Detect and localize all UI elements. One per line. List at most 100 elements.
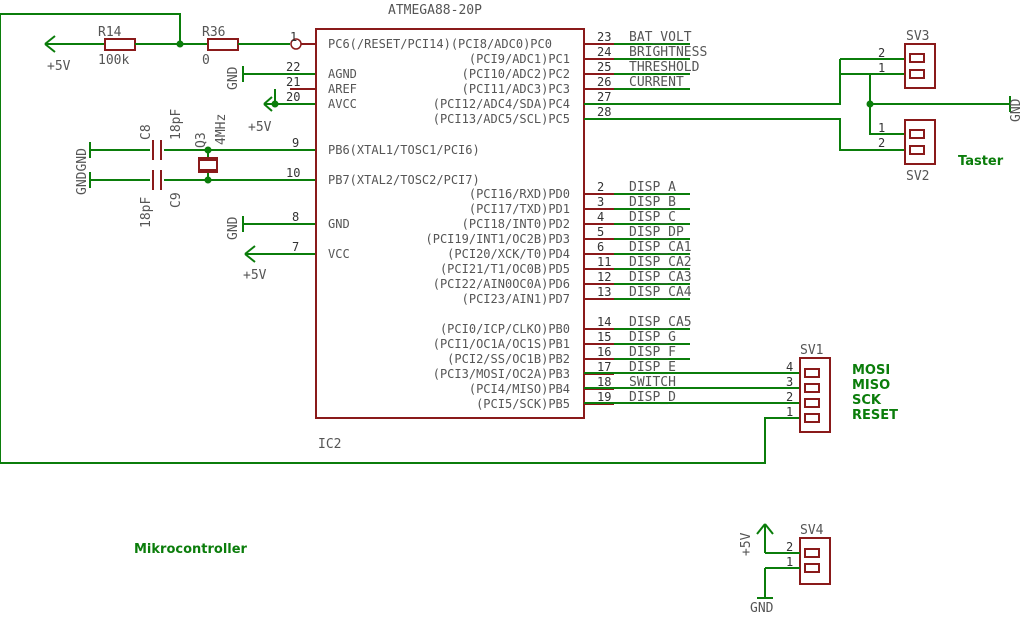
net-label: SWITCH	[629, 375, 676, 390]
isp-mosi-label: MOSI	[852, 363, 890, 378]
pin-number: 27	[597, 90, 611, 104]
pin-number: 6	[597, 240, 604, 254]
sv4-ref: SV4	[800, 523, 824, 538]
supply-5v-avcc: +5V	[248, 120, 272, 135]
pin-number: 28	[597, 105, 611, 119]
sv2-connector: SV2 1 2	[878, 119, 936, 184]
pin-label: (PCI17/TXD)PD1	[469, 202, 570, 216]
pin-label: (PCI12/ADC4/SDA)PC4	[433, 97, 570, 111]
gnd-label-gnd: GND	[226, 216, 241, 240]
pin-label: (PCI21/T1/OC0B)PD5	[440, 262, 570, 276]
isp-sck-label: SCK	[852, 393, 882, 408]
pin-label: PC6(/RESET/PCI14)(PCI8/ADC0)PC0	[328, 37, 552, 51]
pin-number: 26	[597, 75, 611, 89]
net-label: DISP_G	[629, 330, 676, 345]
c8-value: 18pF	[169, 109, 184, 140]
pin-label: VCC	[328, 247, 350, 261]
pin-label: (PCI10/ADC2)PC2	[462, 67, 570, 81]
net-label: BRIGHTNESS	[629, 45, 707, 60]
net-label: DISP_F	[629, 345, 676, 360]
pin-number: 15	[597, 330, 611, 344]
pin-label: (PCI19/INT1/OC2B)PD3	[426, 232, 571, 246]
net-label: DISP_CA2	[629, 255, 692, 270]
pin-number: 4	[597, 210, 604, 224]
switch-wiring	[584, 58, 1011, 151]
gnd-label-agnd: GND	[226, 66, 241, 90]
ic-left-pins: 1 PC6(/RESET/PCI14)(PCI8/ADC0)PC0 22 AGN…	[286, 30, 552, 261]
crystal-body	[198, 159, 218, 171]
pin-number: 22	[286, 60, 300, 74]
pin-label: (PCI3/MOSI/OC2A)PB3	[433, 367, 570, 381]
sv2-pin: 1	[878, 121, 885, 135]
pin-label: AGND	[328, 67, 357, 81]
sv1-pin: 2	[786, 390, 793, 404]
sv1-pin: 4	[786, 360, 793, 374]
pin-number: 23	[597, 30, 611, 44]
pin-number: 11	[597, 255, 611, 269]
pin-label: GND	[328, 217, 350, 231]
pin-label: (PCI0/ICP/CLKO)PB0	[440, 322, 570, 336]
pin-number: 18	[597, 375, 611, 389]
pin-number: 3	[597, 195, 604, 209]
pin-label: AREF	[328, 82, 357, 96]
pin-label: (PCI22/AIN0OC0A)PD6	[433, 277, 570, 291]
pin-number: 5	[597, 225, 604, 239]
ic-name: ATMEGA88-20P	[388, 3, 482, 18]
sv4-pin: 1	[786, 555, 793, 569]
sv4-pin: 2	[786, 540, 793, 554]
pin-label: (PCI5/SCK)PB5	[476, 397, 570, 411]
net-label: DISP_CA3	[629, 270, 692, 285]
net-label: DISP_A	[629, 180, 676, 195]
digital-supply	[242, 216, 316, 263]
pin-label: AVCC	[328, 97, 357, 111]
supply-5v-top: +5V	[47, 59, 71, 74]
pin-number: 21	[286, 75, 300, 89]
q3-ref: Q3	[194, 132, 209, 148]
supply-5v-vcc: +5V	[243, 268, 267, 283]
net-label: BAT_VOLT	[629, 30, 692, 45]
section-label: Mikrocontroller	[134, 542, 248, 557]
pin-label: (PCI4/MISO)PB4	[469, 382, 570, 396]
sv2-ref: SV2	[906, 169, 929, 184]
pin-label: (PCI20/XCK/T0)PD4	[447, 247, 570, 261]
pin-number: 8	[292, 210, 299, 224]
net-label: DISP_CA4	[629, 285, 692, 300]
pin-number: 1	[290, 30, 297, 44]
pin-label: (PCI18/INT0)PD2	[462, 217, 570, 231]
pin-number: 13	[597, 285, 611, 299]
pin-number: 20	[286, 90, 300, 104]
sv1-ref: SV1	[800, 343, 823, 358]
c8-ref: C8	[139, 124, 154, 140]
sv3-pin: 1	[878, 61, 885, 75]
isp-reset-label: RESET	[852, 408, 898, 423]
sv3-connector: SV3 2 1	[878, 29, 936, 89]
net-label: DISP_E	[629, 360, 676, 375]
analog-supply	[242, 66, 316, 112]
pin-label: PB7(XTAL2/TOSC2/PCI7)	[328, 173, 480, 187]
gndgnd-label: GNDGND	[75, 148, 90, 195]
pin-label: PB6(XTAL1/TOSC1/PCI6)	[328, 143, 480, 157]
pin-label: (PCI23/AIN1)PD7	[462, 292, 570, 306]
sv2-pin: 2	[878, 136, 885, 150]
pin-number: 12	[597, 270, 611, 284]
net-label: CURRENT	[629, 75, 684, 90]
sv1-pin: 1	[786, 405, 793, 419]
pin-number: 19	[597, 390, 611, 404]
sv4-gnd-label: GND	[750, 601, 774, 616]
pin-label: (PCI11/ADC3)PC3	[462, 82, 570, 96]
sv4-connector: SV4 2 1 +5V GND	[739, 523, 831, 616]
r36-value: 0	[202, 53, 210, 68]
sv1-connector: SV1 4 3 2 1 MOSI MISO SCK RESET	[584, 343, 898, 433]
pin-number: 16	[597, 345, 611, 359]
pin-number: 9	[292, 136, 299, 150]
sv3-ref: SV3	[906, 29, 929, 44]
gnd-label-switch: GND	[1009, 98, 1024, 122]
r14-ref: R14	[98, 25, 122, 40]
net-label: DISP_DP	[629, 225, 684, 240]
r14-resistor	[104, 38, 136, 51]
pin-number: 10	[286, 166, 300, 180]
net-label: DISP_C	[629, 210, 676, 225]
r36-resistor	[207, 38, 239, 51]
pin-label: (PCI1/OC1A/OC1S)PB1	[433, 337, 570, 351]
